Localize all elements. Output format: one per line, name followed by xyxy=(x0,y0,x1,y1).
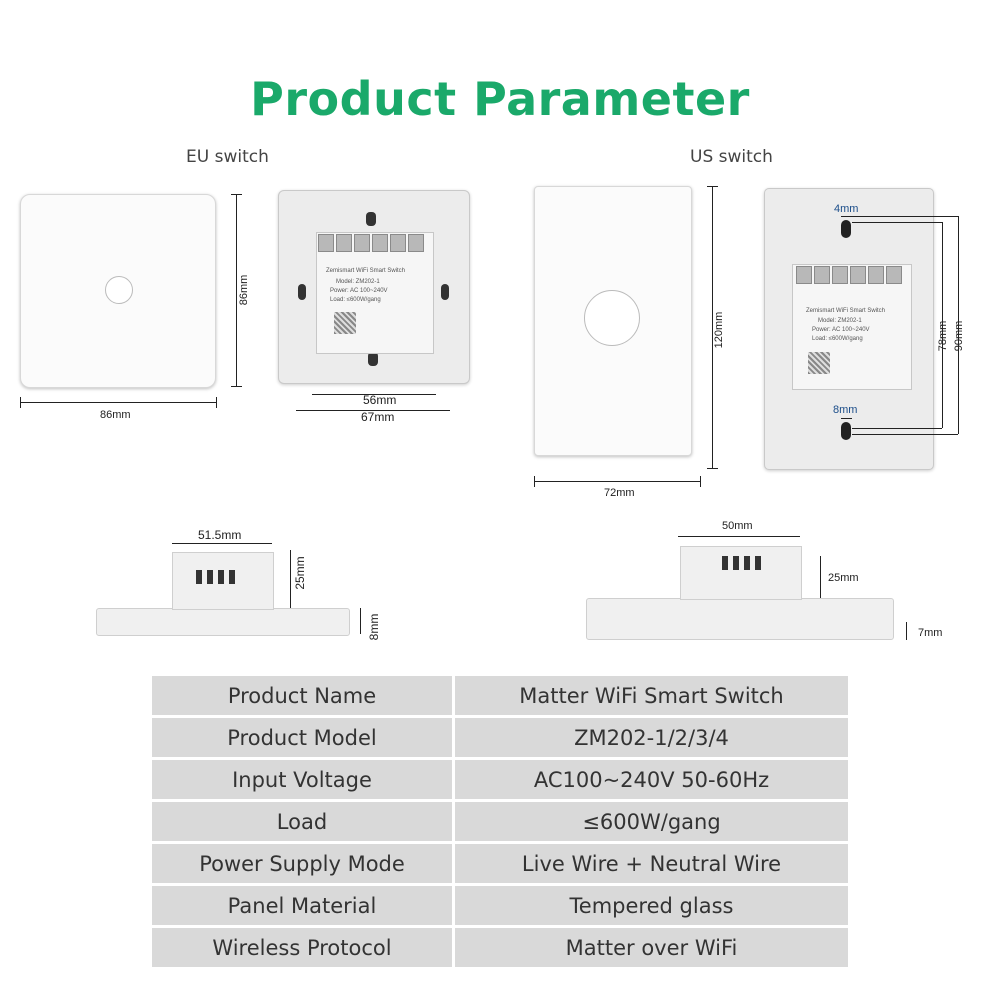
spec-key: Power Supply Mode xyxy=(152,844,455,883)
us-height-dim-cap xyxy=(707,186,718,187)
eu-side-panel xyxy=(96,608,350,636)
spec-value: Live Wire + Neutral Wire xyxy=(455,844,848,883)
us-bottom-hole-dim xyxy=(841,418,852,419)
us-front-width: 72mm xyxy=(604,487,635,499)
us-module-power: Power: AC 100~240V xyxy=(812,327,870,333)
eu-front-height: 86mm xyxy=(238,274,250,306)
us-back-mount-hole xyxy=(841,220,851,238)
us-back-bottom-hole: 8mm xyxy=(833,404,858,416)
us-back-mount-hole xyxy=(841,422,851,440)
eu-height-dim-line xyxy=(236,194,237,386)
eu-back-inner-dim-line xyxy=(312,394,436,395)
eu-back-mount-slot xyxy=(368,352,378,366)
us-back-dim-leader xyxy=(852,216,958,217)
eu-width-dim-cap xyxy=(216,397,217,408)
us-back-top-hole: 4mm xyxy=(834,203,859,215)
us-top-hole-dim xyxy=(841,216,852,217)
eu-touch-button xyxy=(105,276,133,304)
spec-value: ZM202-1/2/3/4 xyxy=(455,718,848,757)
us-module-load: Load: ≤600W/gang xyxy=(812,336,863,342)
us-height-dim-cap xyxy=(707,468,718,469)
us-side-width-dim-line xyxy=(678,536,800,537)
us-width-dim-cap xyxy=(700,476,701,487)
us-module-qr-code xyxy=(808,352,830,374)
eu-back-mount-slot xyxy=(298,284,306,300)
eu-module-qr-code xyxy=(334,312,356,334)
spec-key: Panel Material xyxy=(152,886,455,925)
eu-side-width: 51.5mm xyxy=(198,528,242,542)
eu-side-depth-dim-line xyxy=(290,550,291,608)
eu-switch-label: EU switch xyxy=(186,147,269,167)
us-back-outer: 90mm xyxy=(953,320,965,352)
us-side-body xyxy=(680,546,802,600)
eu-module-brand: Zemismart WiFi Smart Switch xyxy=(326,268,406,274)
spec-value: Matter WiFi Smart Switch xyxy=(455,676,848,715)
us-side-panel-thickness: 7mm xyxy=(918,627,943,639)
eu-width-dim-line xyxy=(20,402,216,403)
spec-row: Load≤600W/gang xyxy=(152,802,848,841)
eu-side-panel-thickness: 8mm xyxy=(367,613,381,641)
spec-key: Wireless Protocol xyxy=(152,928,455,967)
eu-back-inner: 56mm xyxy=(363,393,397,407)
spec-key: Product Name xyxy=(152,676,455,715)
eu-back-outer: 67mm xyxy=(361,410,395,424)
us-back-dim-leader xyxy=(852,434,958,435)
us-front-height: 120mm xyxy=(713,311,725,349)
eu-back-mount-slot xyxy=(366,212,376,226)
us-width-dim-cap xyxy=(534,476,535,487)
spec-key: Input Voltage xyxy=(152,760,455,799)
eu-module-model: Model: ZM202-1 xyxy=(336,279,380,285)
eu-height-dim-cap xyxy=(231,194,242,195)
eu-height-dim-cap xyxy=(231,386,242,387)
eu-front-width: 86mm xyxy=(100,409,131,421)
spec-value: ≤600W/gang xyxy=(455,802,848,841)
eu-back-mount-slot xyxy=(441,284,449,300)
us-back-dim-leader xyxy=(852,428,942,429)
us-side-depth-dim-line xyxy=(820,556,821,598)
eu-back-outer-dim-line xyxy=(296,410,450,411)
us-module-brand: Zemismart WiFi Smart Switch xyxy=(806,308,886,314)
spec-key: Product Model xyxy=(152,718,455,757)
us-switch-label: US switch xyxy=(690,147,773,167)
eu-side-vents xyxy=(196,570,236,586)
eu-side-panel-dim-line xyxy=(360,608,361,634)
us-module-model: Model: ZM202-1 xyxy=(818,318,862,324)
spec-value: Tempered glass xyxy=(455,886,848,925)
us-side-width: 50mm xyxy=(722,520,753,532)
us-back-dim-leader xyxy=(852,222,942,223)
spec-value: Matter over WiFi xyxy=(455,928,848,967)
eu-side-depth: 25mm xyxy=(293,556,307,590)
us-side-vents xyxy=(722,556,762,572)
eu-side-width-dim-line xyxy=(172,543,272,544)
eu-module-power: Power: AC 100~240V xyxy=(330,288,388,294)
eu-module-load: Load: ≤600W/gang xyxy=(330,297,381,303)
page-title: Product Parameter xyxy=(250,72,750,126)
us-touch-button xyxy=(584,290,640,346)
eu-width-dim-cap xyxy=(20,397,21,408)
us-side-depth: 25mm xyxy=(828,572,859,584)
us-back-inner-dim-line xyxy=(942,222,943,428)
us-side-panel-dim-line xyxy=(906,622,907,640)
us-back-terminals xyxy=(796,266,906,284)
us-back-outer-dim-line xyxy=(958,216,959,434)
us-width-dim-line xyxy=(534,481,700,482)
eu-back-terminals xyxy=(318,234,428,252)
us-height-dim-line xyxy=(712,186,713,468)
spec-key: Load xyxy=(152,802,455,841)
us-side-panel xyxy=(586,598,894,640)
us-back-inner: 78mm xyxy=(937,320,949,352)
spec-value: AC100~240V 50-60Hz xyxy=(455,760,848,799)
